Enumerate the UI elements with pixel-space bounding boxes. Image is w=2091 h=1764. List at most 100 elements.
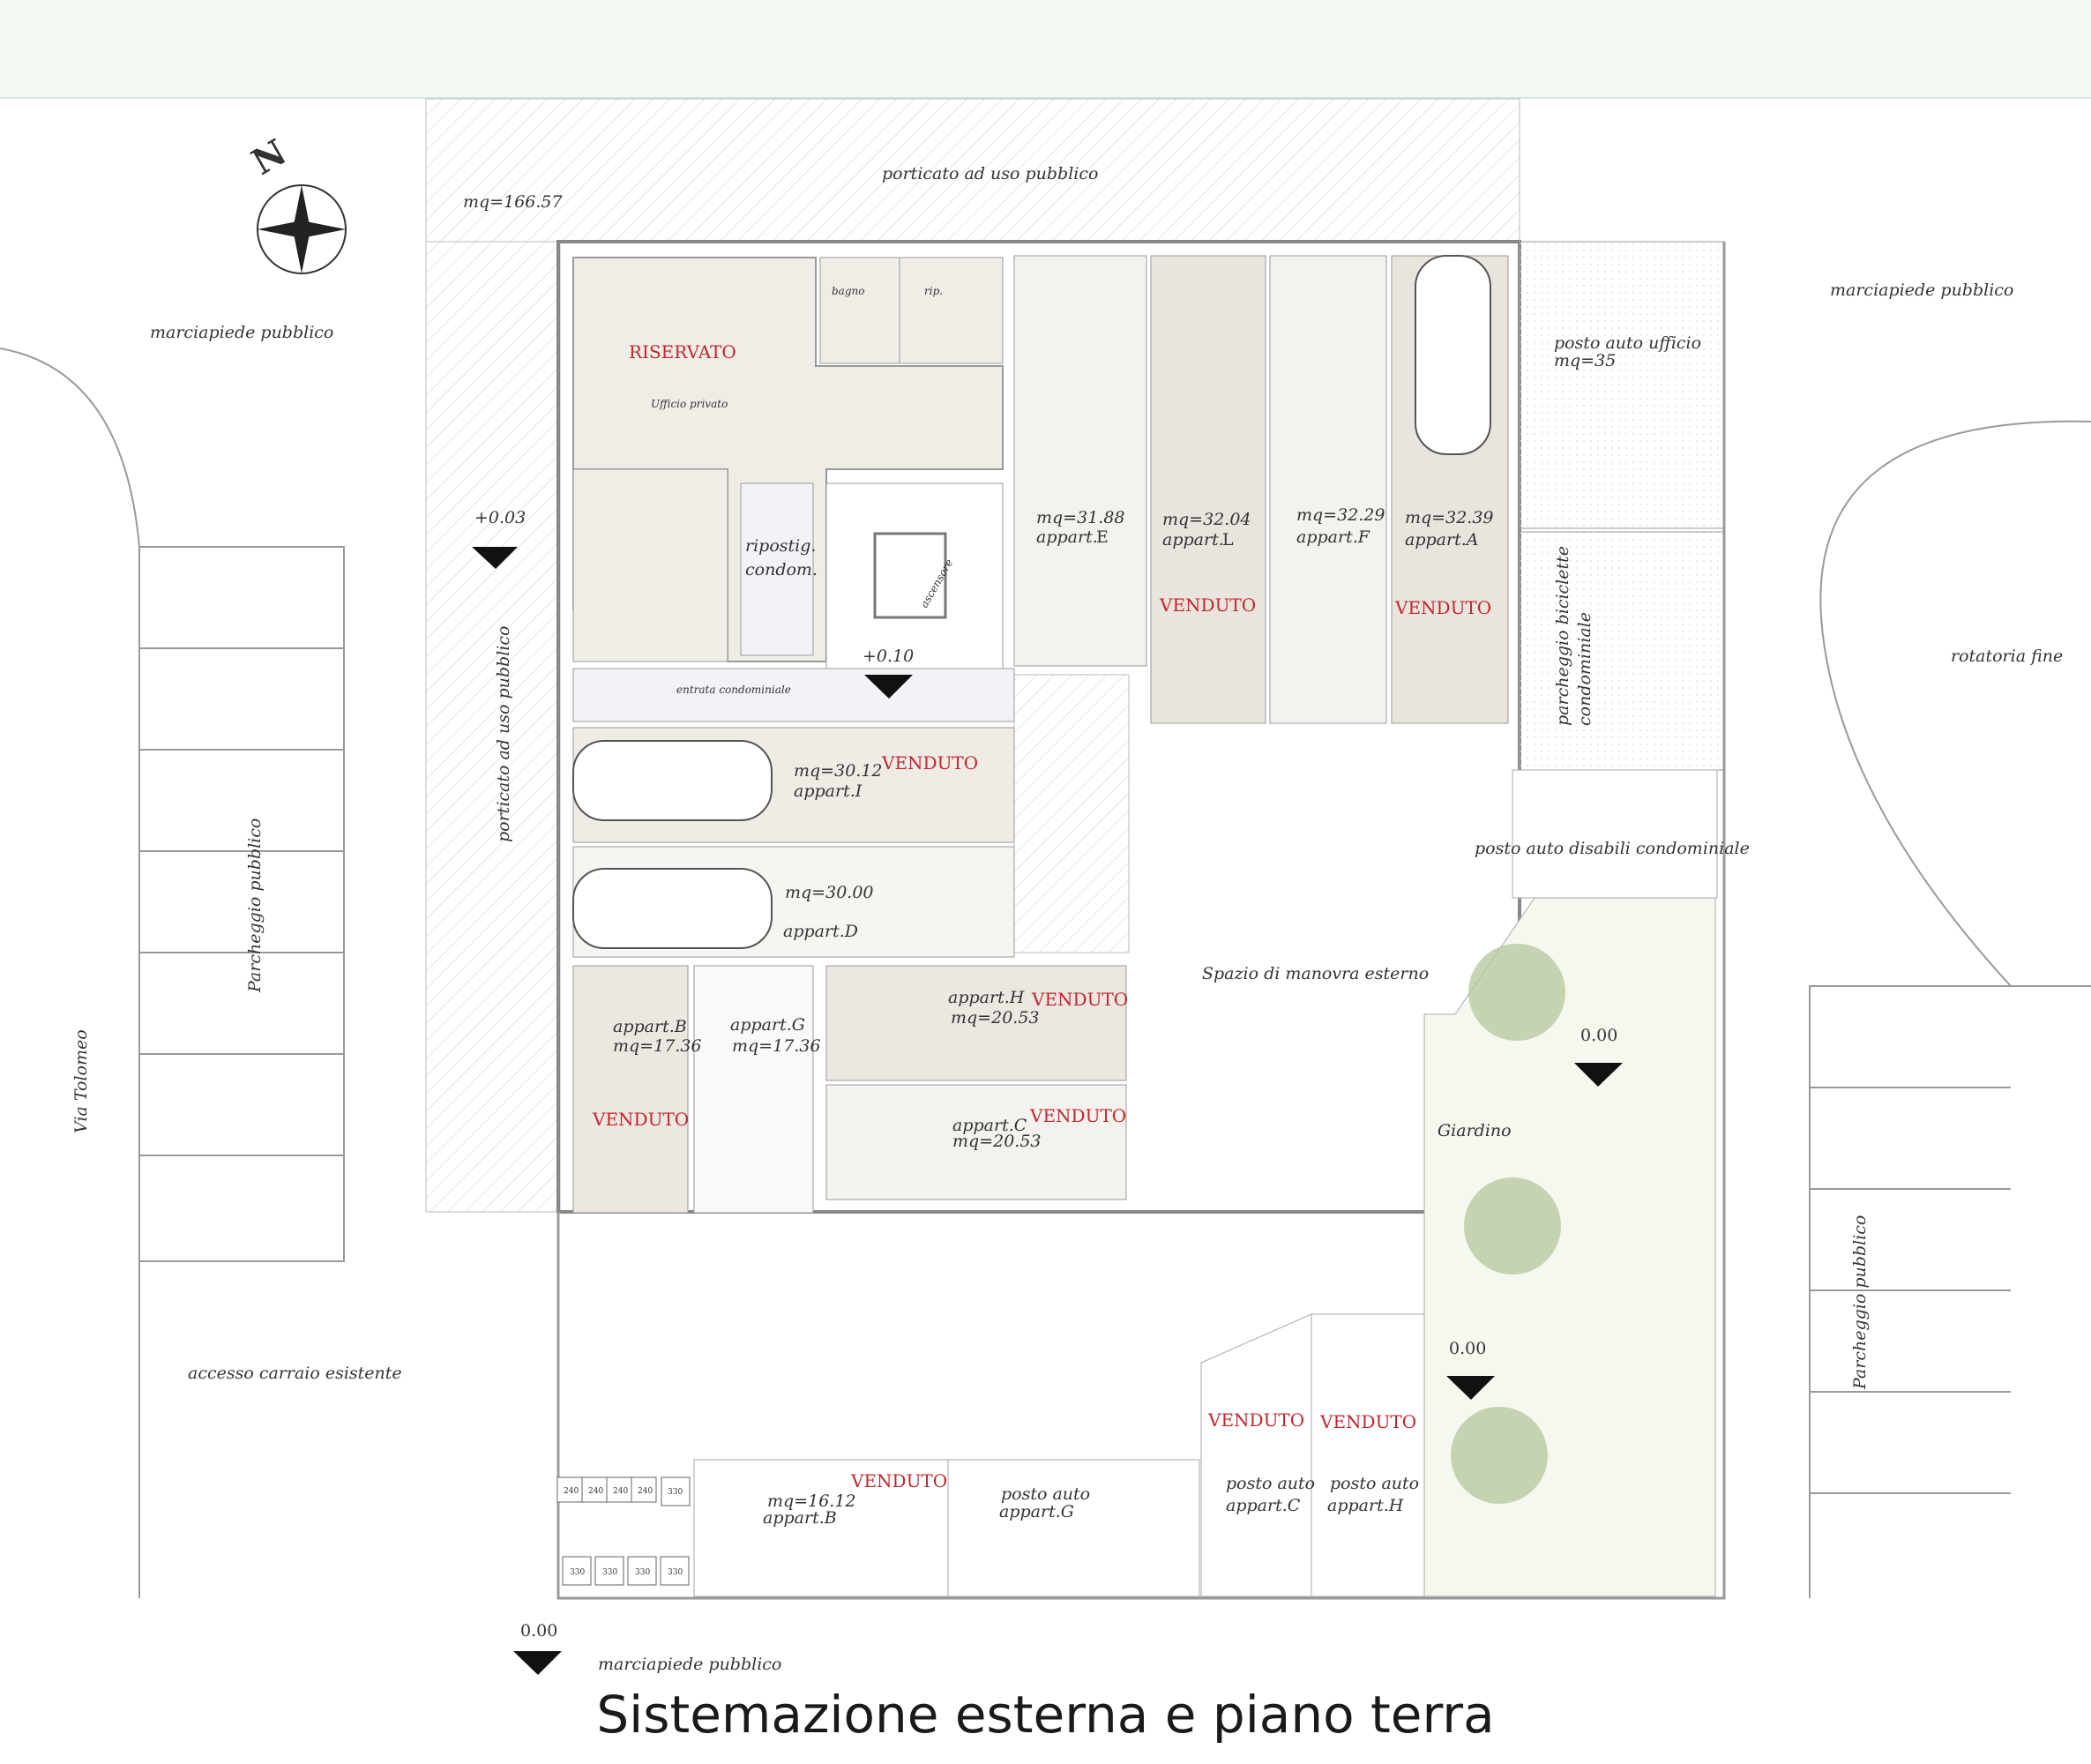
- posto-H-label-2: appart.H: [1327, 1496, 1404, 1515]
- posto-auto-G: [947, 1459, 1200, 1597]
- porticato-top-label: porticato ad uso pubblico: [882, 164, 1098, 183]
- giardino-label: Giardino: [1438, 1121, 1512, 1140]
- unit-B-mq: mq=17.36: [613, 1036, 702, 1056]
- unit-C-name: appart.C: [952, 1116, 1027, 1135]
- garage-B: [572, 965, 689, 1214]
- garage-E: [1013, 255, 1147, 667]
- garage-L: [1150, 255, 1266, 724]
- bin-label: 240: [564, 1487, 579, 1496]
- unit-G-mq: mq=17.36: [732, 1036, 821, 1056]
- parcheggio-right-label: Parcheggio pubblico: [1850, 1215, 1870, 1390]
- bin-label: 330: [602, 1568, 617, 1577]
- venduto-badge: VENDUTO: [850, 1470, 947, 1491]
- unit-L-letter: L: [1222, 530, 1234, 549]
- porticato-side-label: porticato ad uso pubblico: [494, 626, 513, 842]
- venduto-badge: VENDUTO: [1159, 594, 1256, 616]
- manovra-label: Spazio di manovra esterno: [1202, 964, 1429, 983]
- parcheggio-biciclette: [1519, 531, 1725, 771]
- bin-label: 240: [588, 1487, 603, 1496]
- garage-H: [825, 965, 1127, 1081]
- level-label: +0.10: [863, 647, 914, 666]
- bin-label: 330: [668, 1488, 683, 1497]
- unit-D-name: appart.D: [783, 922, 858, 941]
- unit-L-name: appart.: [1162, 530, 1224, 549]
- accesso-label: accesso carraio esistente: [188, 1364, 402, 1383]
- room-ufficio-lower: [572, 468, 728, 662]
- posto-auto-C: [1200, 1313, 1312, 1597]
- room-bagno: [819, 257, 900, 364]
- unit-L-mq: mq=32.04: [1162, 510, 1251, 529]
- posto-B-mq: mq=16.12: [767, 1491, 856, 1511]
- riservato-label: RISERVATO: [629, 341, 736, 363]
- level-label: 0.00: [1449, 1339, 1486, 1358]
- unit-A-name: appart.A: [1405, 530, 1478, 549]
- biciclette-label-2: condominiale: [1575, 612, 1594, 726]
- parcheggio-left-label: Parcheggio pubblico: [245, 818, 265, 993]
- bin-icon: [556, 1476, 691, 1586]
- corridor-entrance: [572, 668, 1015, 722]
- posto-auto-ufficio: [1519, 241, 1725, 529]
- plan-caption: Sistemazione esterna e piano terra: [596, 1685, 1495, 1745]
- garage-F: [1269, 255, 1387, 724]
- unit-G-name: appart.G: [730, 1015, 805, 1035]
- street-name: Via Tolomeo: [71, 1029, 91, 1133]
- unit-D-mq: mq=30.00: [785, 883, 874, 902]
- marciapiede-right-label: marciapiede pubblico: [1830, 280, 2013, 300]
- ufficio-label: Ufficio privato: [651, 398, 728, 410]
- unit-B-name: appart.B: [613, 1017, 687, 1036]
- venduto-badge: VENDUTO: [881, 752, 978, 774]
- unit-H-mq: mq=20.53: [951, 1008, 1040, 1028]
- unit-E-letter: E: [1096, 527, 1109, 547]
- site-outline: [556, 242, 1726, 1600]
- marciapiede-left-label: marciapiede pubblico: [150, 323, 333, 342]
- elevator: [873, 532, 947, 619]
- unit-F-mq: mq=32.29: [1296, 505, 1385, 525]
- venduto-badge: VENDUTO: [592, 1109, 689, 1130]
- ripostig-label-1: ripostig.: [745, 536, 816, 556]
- room-ripostiglio: [740, 482, 814, 656]
- porticato-area: [425, 98, 1520, 1213]
- posto-G-label-1: posto auto: [1001, 1484, 1090, 1504]
- level-label: 0.00: [1580, 1026, 1617, 1045]
- unit-E-mq: mq=31.88: [1036, 508, 1125, 527]
- north-arrow-icon: N: [245, 131, 347, 274]
- car-outline: [572, 255, 1491, 949]
- posto-disabili: [1512, 769, 1718, 899]
- venduto-badge: VENDUTO: [1394, 597, 1491, 618]
- unit-H-name: appart.H: [948, 988, 1025, 1007]
- level-label: +0.03: [474, 508, 526, 527]
- marciapiede-bottom-label: marciapiede pubblico: [598, 1655, 781, 1674]
- unit-F-name: appart.F: [1296, 527, 1370, 547]
- bin-label: 240: [638, 1487, 653, 1496]
- bagno-label: bagno: [832, 285, 864, 297]
- unit-I-mq: mq=30.12: [794, 761, 883, 781]
- posto-C-label-1: posto auto: [1226, 1474, 1315, 1493]
- garage-G: [693, 965, 814, 1214]
- posto-G-label-2: appart.G: [999, 1502, 1074, 1521]
- room-rip: [899, 257, 1004, 364]
- posto-C-label-2: appart.C: [1226, 1496, 1301, 1515]
- porticato-mq-label: mq=166.57: [463, 192, 563, 212]
- tree-icon: [1451, 944, 1565, 1504]
- bin-label: 330: [635, 1568, 650, 1577]
- venduto-badge: VENDUTO: [1319, 1411, 1416, 1432]
- unit-I-name: appart.I: [794, 781, 863, 801]
- posto-auto-H: [1311, 1313, 1425, 1597]
- unit-E-name: appart.: [1036, 527, 1098, 547]
- street-parking-right: [1809, 420, 2091, 1598]
- venduto-badge: VENDUTO: [1207, 1409, 1304, 1431]
- venduto-badge: VENDUTO: [1029, 1105, 1126, 1126]
- garage-C: [825, 1084, 1127, 1200]
- bin-label: 330: [570, 1568, 585, 1577]
- north-label: N: [245, 131, 294, 183]
- unit-A-mq: mq=32.39: [1405, 508, 1494, 527]
- posto-B-name: appart.B: [763, 1508, 837, 1528]
- biciclette-label-1: parcheggio biciclette: [1553, 546, 1572, 726]
- posto-H-label-1: posto auto: [1330, 1474, 1419, 1493]
- level-marker: [472, 547, 1623, 1675]
- rip-label: rip.: [924, 285, 943, 297]
- rotatoria-label: rotatoria fine: [1951, 647, 2063, 666]
- street-parking-left: [0, 348, 345, 1598]
- posto-ufficio-label-2: mq=35: [1554, 351, 1616, 370]
